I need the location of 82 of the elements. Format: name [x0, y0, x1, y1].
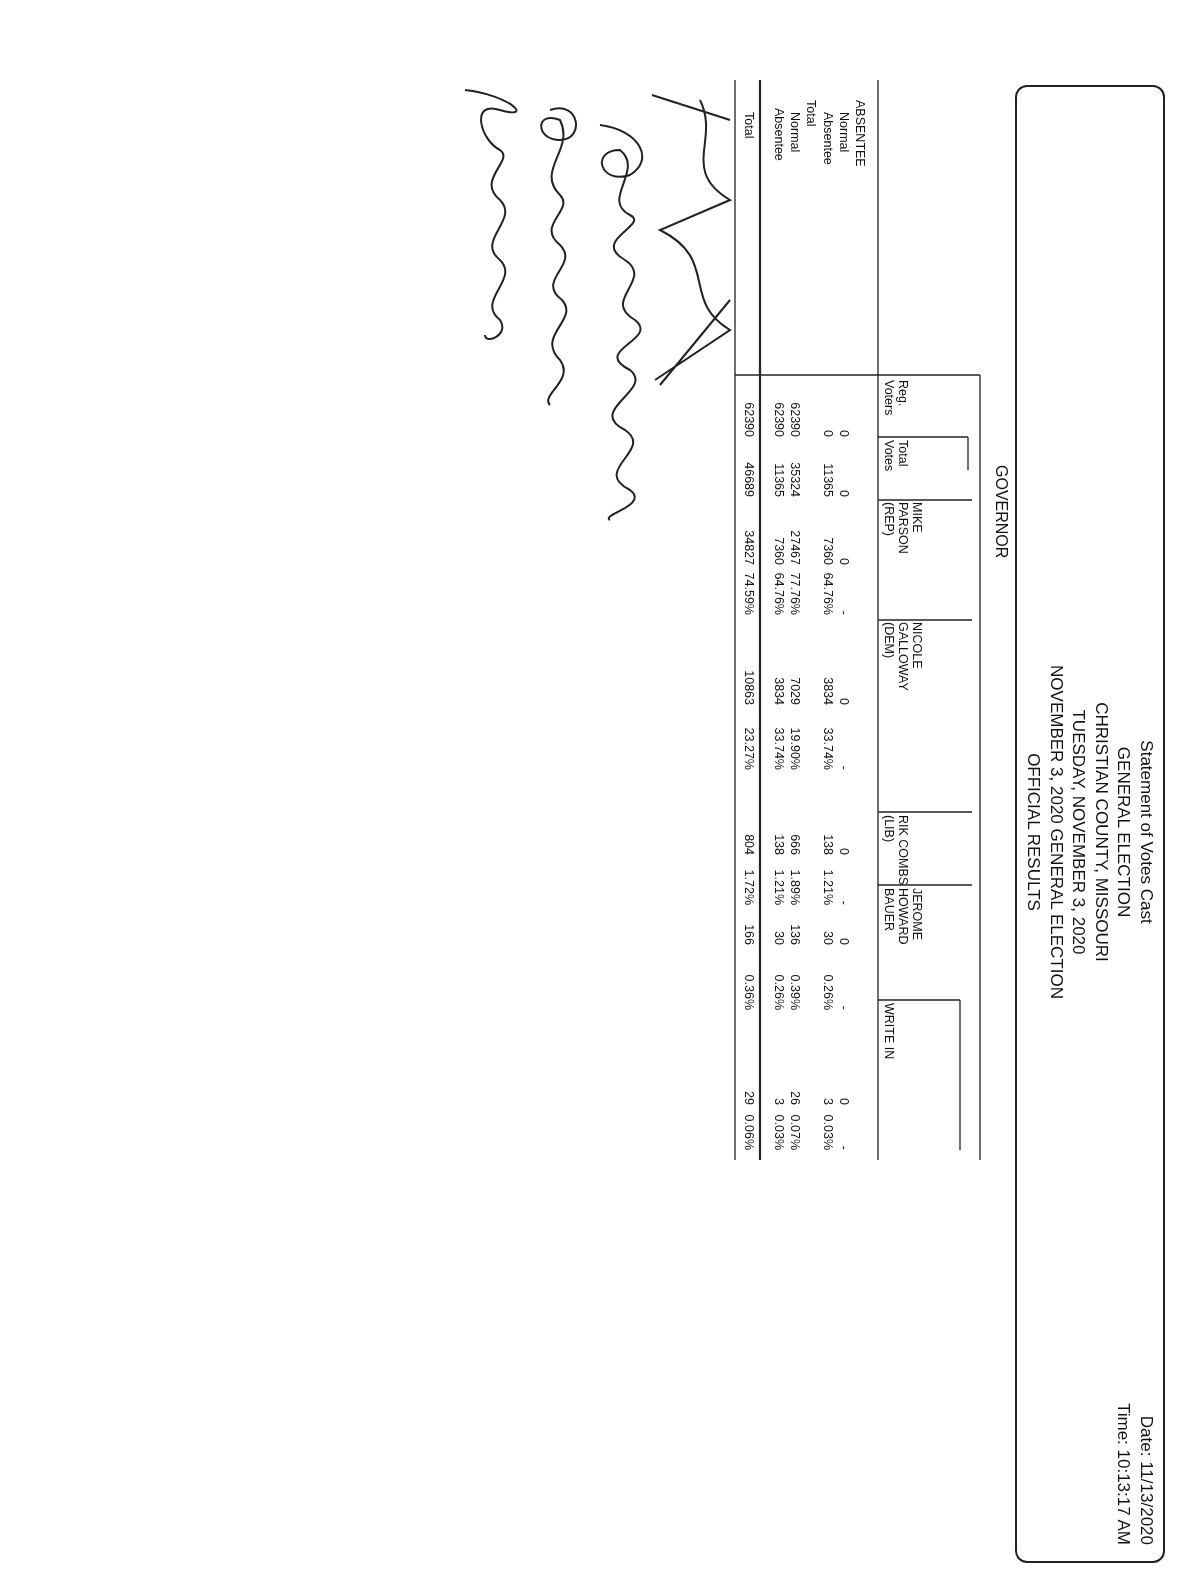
- percentage-value: 0.06%: [742, 1114, 756, 1150]
- vote-count: 3: [772, 1098, 786, 1105]
- vote-count: 138: [821, 834, 835, 855]
- vote-count: 30: [772, 931, 786, 945]
- vote-count: 46689: [742, 462, 756, 497]
- report-timestamp: Time: 10:13:17 AM: [1114, 1402, 1132, 1545]
- percentage-value: 1.72%: [742, 869, 756, 905]
- vote-count: 0: [837, 698, 851, 705]
- column-header: Total Votes: [882, 440, 910, 474]
- row-label: Normal: [788, 112, 802, 153]
- report-heading: TUESDAY, NOVEMBER 3, 2020: [1069, 709, 1088, 955]
- percentage-value: 19.90%: [788, 727, 802, 770]
- vote-count: 62390: [772, 402, 786, 437]
- vote-count: 11365: [772, 463, 786, 497]
- percentage-value: 64.76%: [821, 572, 835, 615]
- vote-count: 0: [837, 558, 851, 565]
- report-heading: NOVEMBER 3, 2020 GENERAL ELECTION: [1047, 665, 1065, 999]
- vote-count: 3: [821, 1098, 835, 1105]
- report-timestamp: Date: 11/13/2020: [1137, 1415, 1155, 1545]
- column-header: NICOLE GALLOWAY (DEM): [882, 622, 924, 693]
- report-heading: GENERAL ELECTION: [1114, 746, 1133, 918]
- percentage-value: -: [837, 1145, 851, 1150]
- row-label: Total: [742, 112, 756, 139]
- vote-count: 29: [742, 1091, 756, 1105]
- vote-count: 11365: [821, 463, 835, 497]
- percentage-value: 23.27%: [742, 727, 756, 770]
- percentage-value: 0.39%: [788, 974, 802, 1010]
- vote-count: 35324: [788, 462, 802, 497]
- vote-count: 0: [837, 490, 851, 497]
- header-panel: [1015, 85, 1165, 1563]
- row-label: Absentee: [821, 112, 835, 165]
- vote-count: 804: [742, 834, 756, 855]
- vote-count: 136: [788, 924, 802, 945]
- percentage-value: -: [837, 900, 851, 905]
- percentage-value: 0.26%: [821, 974, 835, 1010]
- percentage-value: 1.21%: [821, 869, 835, 905]
- vote-count: 166: [742, 924, 756, 945]
- report-heading: OFFICIAL RESULTS: [1024, 753, 1043, 911]
- row-label: Normal: [837, 112, 851, 153]
- percentage-value: 33.74%: [772, 727, 786, 770]
- percentage-value: 0.07%: [788, 1114, 802, 1150]
- vote-count: 7360: [821, 537, 835, 565]
- vote-count: 62390: [788, 402, 802, 437]
- row-label: Total: [804, 100, 818, 127]
- column-header: JEROME HOWARD BAUER: [882, 888, 924, 947]
- vote-count: 0: [837, 938, 851, 945]
- percentage-value: 74.59%: [742, 572, 756, 615]
- vote-count: 34827: [742, 530, 756, 565]
- percentage-value: 64.76%: [772, 572, 786, 615]
- vote-count: 3834: [772, 677, 786, 705]
- percentage-value: 0.36%: [742, 974, 756, 1010]
- vote-count: 10863: [742, 670, 756, 705]
- row-label: ABSENTEE: [853, 100, 867, 167]
- percentage-value: 0.26%: [772, 974, 786, 1010]
- column-header: MIKE PARSON (REP): [882, 502, 924, 556]
- percentage-value: 0.03%: [772, 1114, 786, 1150]
- percentage-value: 33.74%: [821, 727, 835, 770]
- report-title: Statement of Votes Cast: [1137, 740, 1155, 924]
- percentage-value: 77.76%: [788, 572, 802, 615]
- vote-count: 7029: [788, 677, 802, 705]
- report-heading: CHRISTIAN COUNTY, MISSOURI: [1092, 702, 1110, 962]
- vote-count: 30: [821, 931, 835, 945]
- percentage-value: 1.21%: [772, 869, 786, 905]
- percentage-value: 1.89%: [788, 869, 802, 905]
- vote-count: 27467: [788, 530, 802, 565]
- vote-count: 3834: [821, 677, 835, 705]
- vote-count: 0: [837, 430, 851, 437]
- percentage-value: -: [837, 765, 851, 770]
- column-header: WRITE IN: [882, 1003, 896, 1062]
- vote-count: 62390: [742, 402, 756, 437]
- vote-count: 26: [788, 1091, 802, 1105]
- vote-count: 0: [837, 1098, 851, 1105]
- column-header: Reg. Voters: [882, 380, 910, 418]
- vote-count: 0: [821, 430, 835, 437]
- percentage-value: 0.03%: [821, 1114, 835, 1150]
- vote-count: 138: [772, 834, 786, 855]
- percentage-value: -: [837, 610, 851, 615]
- percentage-value: -: [837, 1005, 851, 1010]
- vote-count: 7360: [772, 537, 786, 565]
- vote-count: 666: [788, 834, 802, 855]
- row-label: Absentee: [772, 108, 786, 161]
- vote-count: 0: [837, 848, 851, 855]
